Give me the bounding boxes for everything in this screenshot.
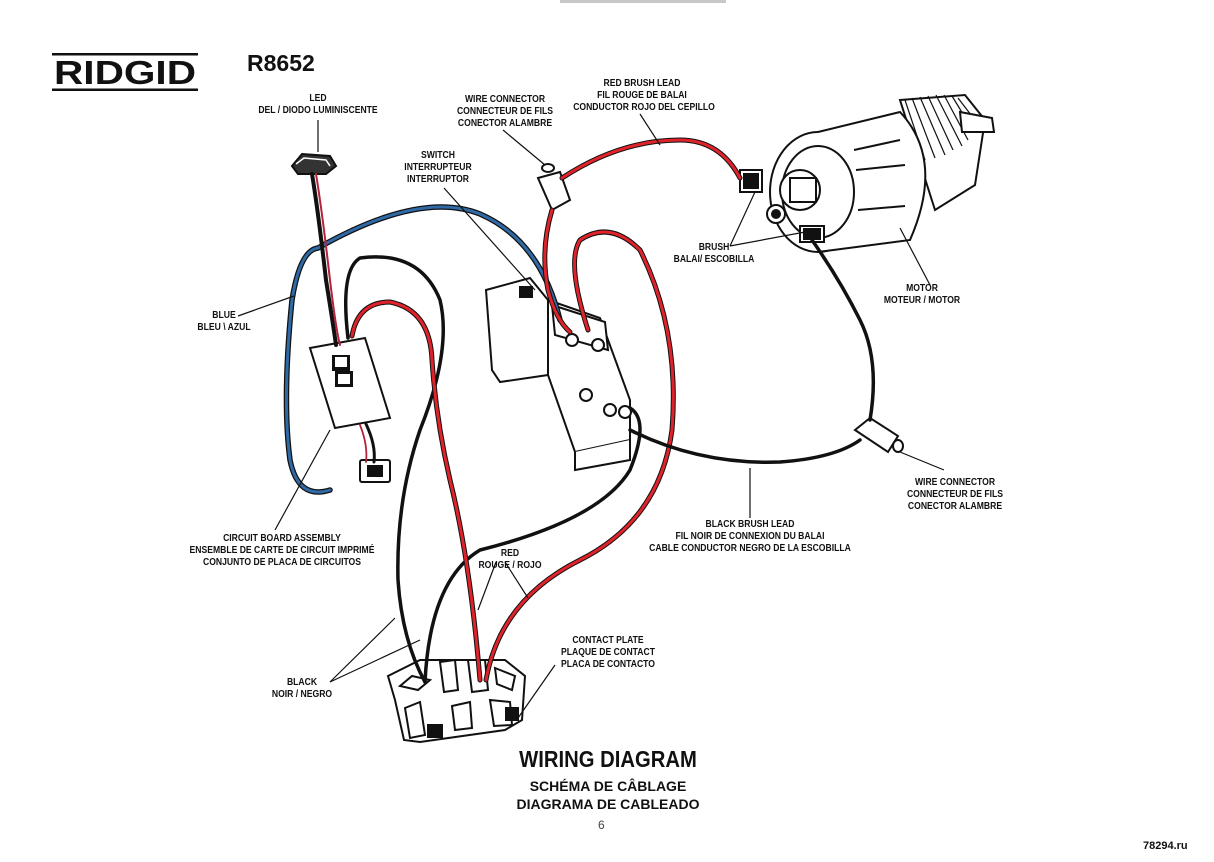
label-line: CONECTOR ALAMBRE [457, 118, 553, 129]
label-line: SWITCH [421, 150, 455, 161]
label-line: PLACA DE CONTACTO [561, 659, 655, 670]
label-line: CONJUNTO DE PLACA DE CIRCUITOS [202, 557, 361, 568]
leader-lines [237, 113, 945, 719]
label-line: CABLE CONDUCTOR NEGRO DE LA ESCOBILLA [649, 543, 851, 554]
label-line: CONNECTEUR DE FILS [906, 489, 1004, 500]
label-black: BLACK NOIR / NEGRO [268, 677, 337, 701]
label-line: RED [500, 548, 520, 559]
black-wire-plate-switch [423, 406, 642, 684]
label-line: BLACK [286, 677, 318, 688]
wire-connector-top-shape [536, 163, 572, 212]
label-line: INTERRUPTOR [407, 174, 469, 185]
label-wire-connector-top: WIRE CONNECTOR CONNECTEUR DE FILS CONECT… [441, 94, 570, 130]
label-line: BLACK BRUSH LEAD [705, 519, 795, 530]
label-line: FIL ROUGE DE BALAI [597, 90, 687, 101]
label-line: INTERRUPTEUR [404, 162, 472, 173]
contact-plate [386, 658, 527, 744]
label-line: CONDUCTOR ROJO DEL CEPILLO [573, 102, 715, 113]
watermark: 78294.ru [1143, 840, 1188, 852]
label-circuit-board: CIRCUIT BOARD ASSEMBLY ENSEMBLE DE CARTE… [187, 533, 376, 569]
label-line: MOTEUR / MOTOR [883, 295, 961, 306]
led-component [290, 152, 338, 175]
top-scroll-indicator [560, 0, 726, 3]
diagram-title-es: DIAGRAMA DE CABLEADO [516, 796, 700, 812]
label-wire-connector-right: WIRE CONNECTOR CONNECTEUR DE FILS CONECT… [891, 477, 1020, 513]
label-line: BLEU \ AZUL [197, 322, 251, 333]
label-line: WIRE CONNECTOR [464, 94, 546, 105]
diagram-title: WIRING DIAGRAM [519, 746, 697, 772]
label-line: WIRE CONNECTOR [914, 477, 996, 488]
label-line: BALAI/ ESCOBILLA [673, 254, 755, 265]
label-line: RED BRUSH LEAD [603, 78, 681, 89]
label-led-fr-es: DEL / DIODO LUMINISCENTE [258, 105, 378, 116]
label-line: CONECTOR ALAMBRE [907, 501, 1003, 512]
label-line: BRUSH [698, 242, 730, 253]
label-black-brush-lead: BLACK BRUSH LEAD FIL NOIR DE CONNEXION D… [647, 519, 853, 555]
label-line: PLAQUE DE CONTACT [561, 647, 655, 658]
label-blue: BLUE BLEU \ AZUL [194, 310, 254, 334]
wire-connector-right-shape [853, 416, 904, 454]
model-number: R8652 [247, 50, 315, 76]
label-line: NOIR / NEGRO [271, 689, 333, 700]
label-line: CONTACT PLATE [572, 635, 644, 646]
page-number: 6 [598, 818, 605, 832]
led-wires [310, 172, 338, 347]
motor-assembly [739, 93, 996, 253]
label-red-brush-lead: RED BRUSH LEAD FIL ROUGE DE BALAI CONDUC… [573, 78, 715, 114]
label-red: RED ROUGE / ROJO [476, 548, 545, 572]
black-brush-lead [628, 238, 876, 464]
svg-text:RIDGID: RIDGID [54, 54, 196, 91]
label-led-en: LED [309, 93, 327, 104]
label-line: FIL NOIR DE CONNEXION DU BALAI [675, 531, 825, 542]
label-line: MOTOR [906, 283, 938, 294]
label-line: ROUGE / ROJO [478, 560, 542, 571]
label-line: CIRCUIT BOARD ASSEMBLY [223, 533, 341, 544]
label-line: BLUE [212, 310, 236, 321]
label-switch: SWITCH INTERRUPTEUR INTERRUPTOR [395, 150, 481, 186]
ridgid-logo: RIDGID [50, 50, 200, 94]
label-line: CONNECTEUR DE FILS [456, 106, 554, 117]
label-brush: BRUSH BALAI/ ESCOBILLA [671, 242, 757, 266]
label-contact-plate: CONTACT PLATE PLAQUE DE CONTACT PLACA DE… [555, 635, 662, 671]
label-line: ENSEMBLE DE CARTE DE CIRCUIT IMPRIMÉ [189, 545, 375, 556]
label-motor: MOTOR MOTEUR / MOTOR [879, 283, 965, 307]
circuit-board-assembly [308, 336, 392, 483]
label-led: LED DEL / DIODO LUMINISCENTE [232, 93, 404, 117]
switch-body [484, 276, 632, 472]
black-wire-loop [343, 255, 445, 684]
diagram-title-fr: SCHÉMA DE CÂBLAGE [529, 778, 687, 794]
